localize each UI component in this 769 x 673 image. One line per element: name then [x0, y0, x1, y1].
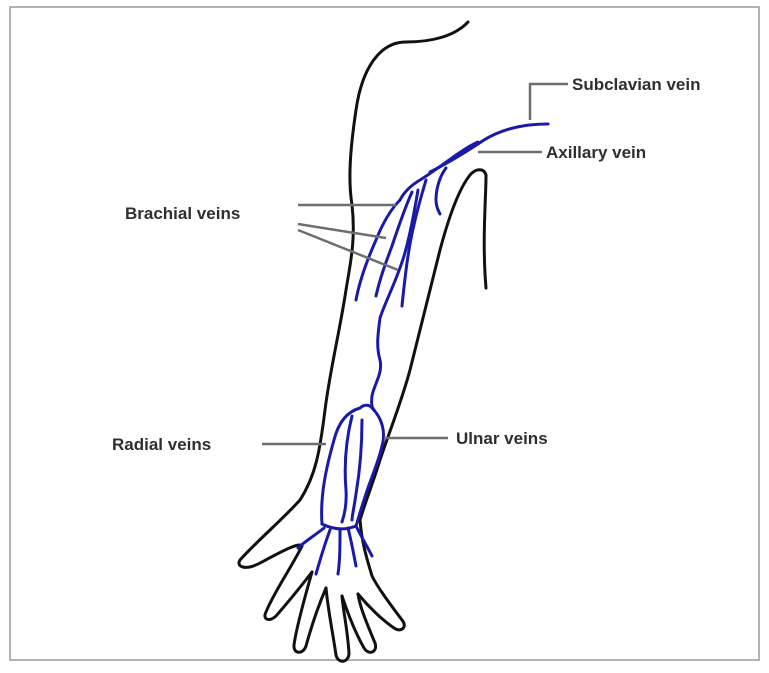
radial-vein-inner: [342, 416, 352, 522]
leader-lines: [262, 84, 568, 444]
arm-outline: [239, 22, 486, 661]
finger-outline-2: [326, 588, 349, 661]
hand-vein-4: [348, 528, 356, 566]
brachial-vein-3: [402, 180, 426, 306]
radial-veins-label: Radial veins: [112, 435, 211, 454]
forearm-loop-top: [360, 405, 374, 410]
brachial-veins-label: Brachial veins: [125, 204, 240, 223]
subclavian-vein: [430, 124, 548, 172]
hand-vein-1: [298, 528, 324, 548]
wrist-arch-vein: [322, 524, 356, 529]
outer-arm-outline: [239, 22, 468, 567]
brachial-leader-3: [298, 230, 398, 270]
hand-vein-3: [338, 530, 340, 574]
subclavian-vein-label: Subclavian vein: [572, 75, 701, 94]
axillary-branch: [436, 168, 446, 214]
finger-outline-1: [294, 572, 326, 652]
forearm-trunk-vein: [372, 318, 381, 410]
hand-vein-2: [316, 530, 330, 574]
subclavian-leader: [530, 84, 568, 120]
axillary-vein-label: Axillary vein: [546, 143, 646, 162]
ulnar-veins-label: Ulnar veins: [456, 429, 548, 448]
brachial-vein-4: [380, 190, 418, 318]
ulnar-vein-inner: [352, 420, 362, 520]
diagram-border: [10, 7, 759, 660]
finger-outline-4: [358, 520, 404, 630]
